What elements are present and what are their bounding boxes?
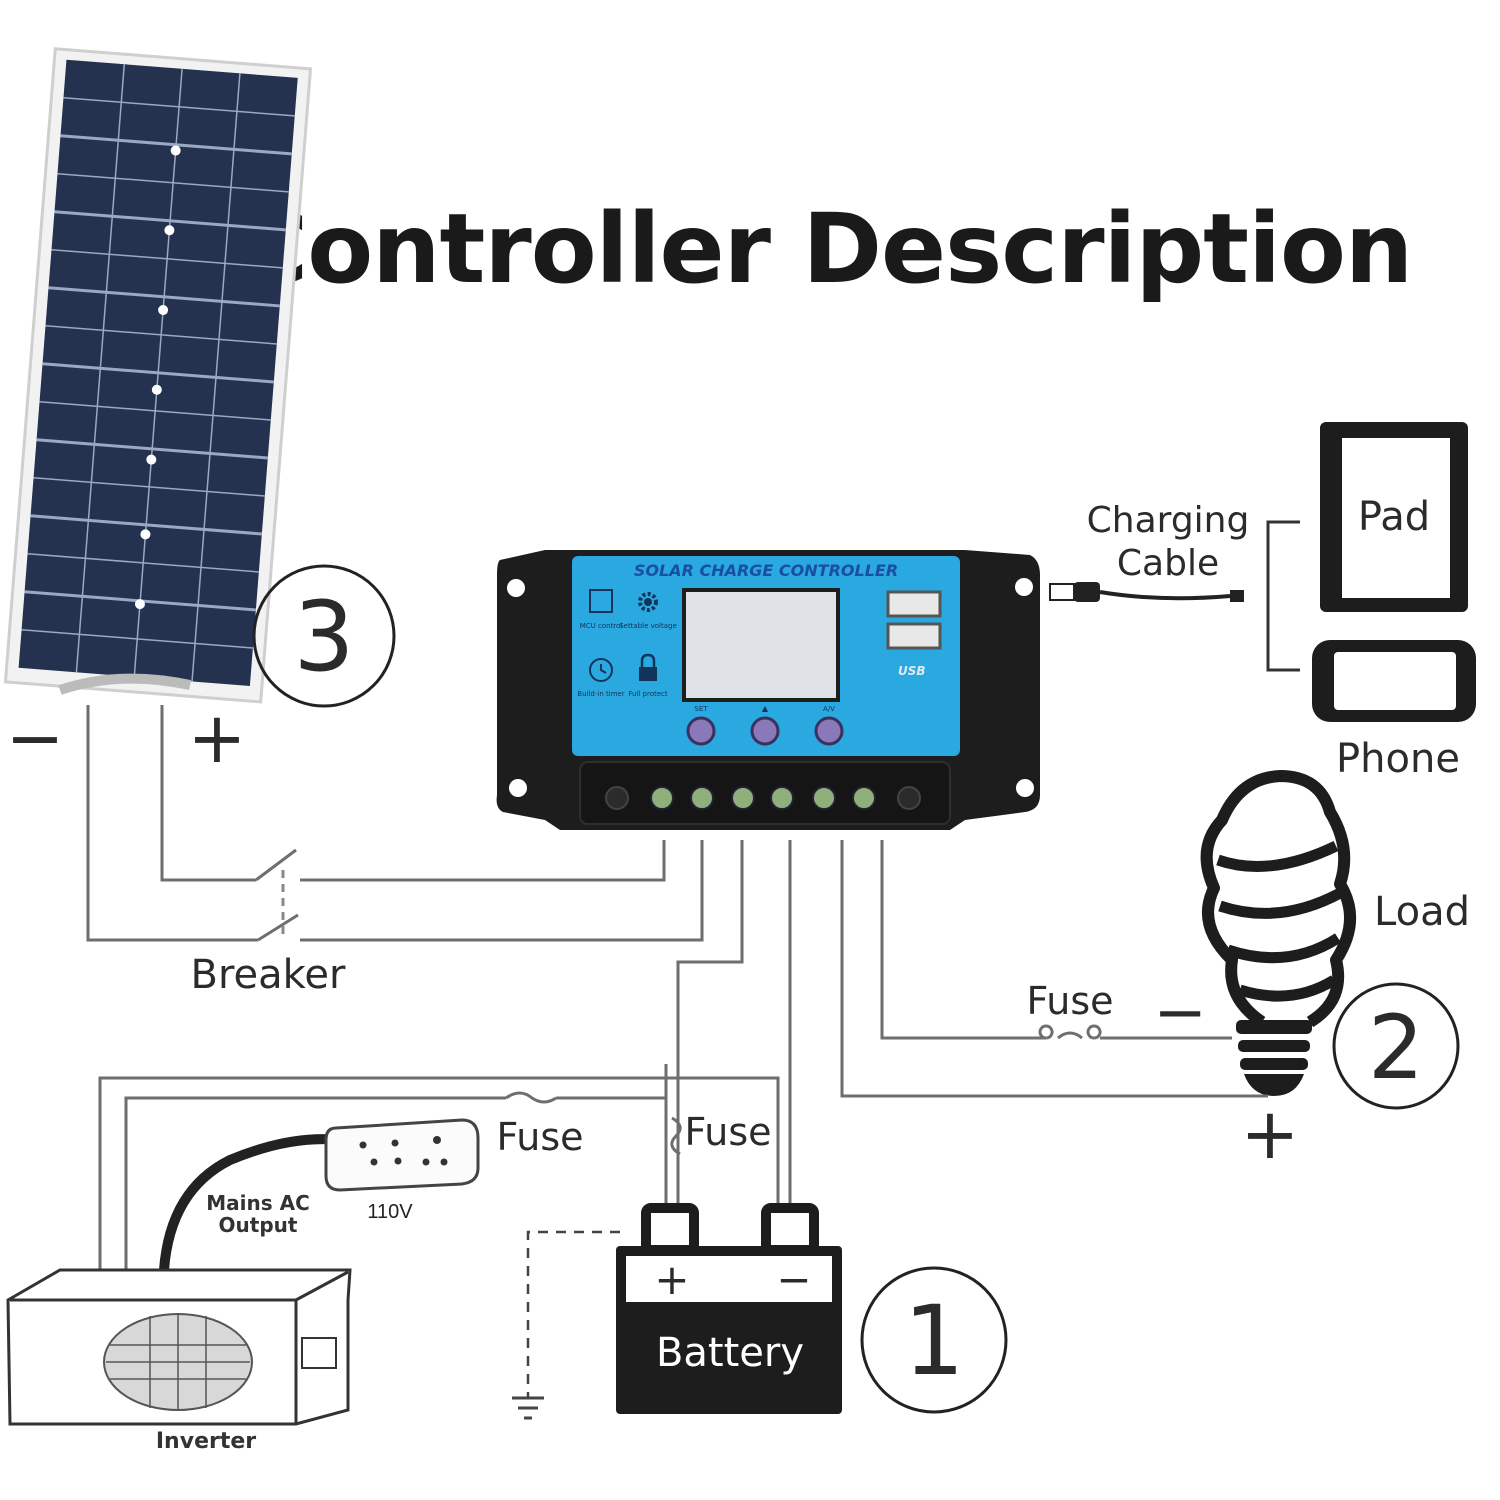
charging-cable-label-line1: Charging bbox=[1087, 500, 1250, 541]
breaker-label: Breaker bbox=[191, 952, 346, 998]
set-button[interactable] bbox=[686, 716, 716, 746]
button-av-label: A/V bbox=[823, 705, 835, 713]
feature-timer-text: Build-in timer bbox=[577, 690, 625, 698]
svg-text:2: 2 bbox=[1368, 996, 1424, 1099]
gear-icon bbox=[638, 592, 658, 612]
pad-label: Pad bbox=[1358, 494, 1430, 540]
lightbulb-icon bbox=[1200, 770, 1356, 1096]
inverter-wiring bbox=[98, 1076, 780, 1271]
usb-port-2 bbox=[886, 622, 942, 650]
terminal-strip bbox=[579, 761, 951, 825]
button-set-label: SET bbox=[694, 705, 708, 713]
usb-logo: USB bbox=[898, 664, 926, 678]
phone-device bbox=[1312, 640, 1476, 722]
usb-port-1 bbox=[886, 590, 942, 618]
phone-label: Phone bbox=[1336, 736, 1460, 782]
charge-controller: SOLAR CHARGE CONTROLLER MCU control Sett… bbox=[496, 550, 1041, 830]
solar-panel bbox=[3, 47, 313, 704]
mcu-chip-icon bbox=[589, 589, 613, 613]
marker-1: 1 bbox=[860, 1266, 1008, 1414]
battery-plus-sign: + bbox=[654, 1255, 689, 1304]
up-button[interactable] bbox=[750, 716, 780, 746]
load-fuse-label: Fuse bbox=[1026, 979, 1113, 1023]
inverter-fuse-label: Fuse bbox=[496, 1115, 583, 1159]
mains-ac-label-line1: Mains AC bbox=[206, 1191, 310, 1215]
load-plus-sign: + bbox=[1241, 1093, 1300, 1175]
inverter bbox=[6, 1268, 352, 1426]
svg-text:1: 1 bbox=[903, 1285, 964, 1397]
mains-ac-label-line2: Output bbox=[219, 1213, 298, 1237]
terminal-screws bbox=[650, 786, 876, 810]
battery-label: Battery bbox=[656, 1330, 804, 1376]
av-button[interactable] bbox=[814, 716, 844, 746]
panel-wiring bbox=[86, 705, 704, 942]
charging-cable bbox=[1049, 582, 1244, 602]
load-wiring bbox=[840, 840, 1268, 1098]
feature-mcu-text: MCU control bbox=[580, 622, 623, 630]
ground-symbol bbox=[512, 1230, 620, 1420]
page-title: Controller Description bbox=[238, 193, 1413, 305]
inverter-label: Inverter bbox=[156, 1429, 256, 1454]
ac-outlet bbox=[324, 1118, 480, 1192]
marker-2: 2 bbox=[1332, 982, 1460, 1110]
voltage-label: 110V bbox=[367, 1201, 413, 1223]
panel-plus-sign: + bbox=[188, 697, 247, 779]
vertical-fuse-label: Fuse bbox=[684, 1110, 771, 1154]
charging-cable-label-line2: Cable bbox=[1117, 543, 1219, 584]
clock-icon bbox=[589, 658, 613, 682]
device-bracket bbox=[1266, 520, 1300, 672]
lock-icon bbox=[639, 653, 657, 681]
svg-text:3: 3 bbox=[293, 581, 354, 693]
marker-3: 3 bbox=[252, 564, 396, 708]
controller-lcd bbox=[682, 588, 840, 702]
pad-device bbox=[1320, 422, 1468, 612]
feature-voltage-text: Settable voltage bbox=[619, 622, 677, 630]
button-up-label: ▲ bbox=[762, 704, 769, 713]
battery-minus-sign: − bbox=[776, 1255, 811, 1304]
panel-minus-sign: − bbox=[6, 697, 65, 779]
load-label: Load bbox=[1374, 889, 1470, 935]
feature-protect-text: Full protect bbox=[628, 690, 668, 698]
battery bbox=[616, 1203, 842, 1414]
controller-label: SOLAR CHARGE CONTROLLER bbox=[634, 561, 898, 580]
